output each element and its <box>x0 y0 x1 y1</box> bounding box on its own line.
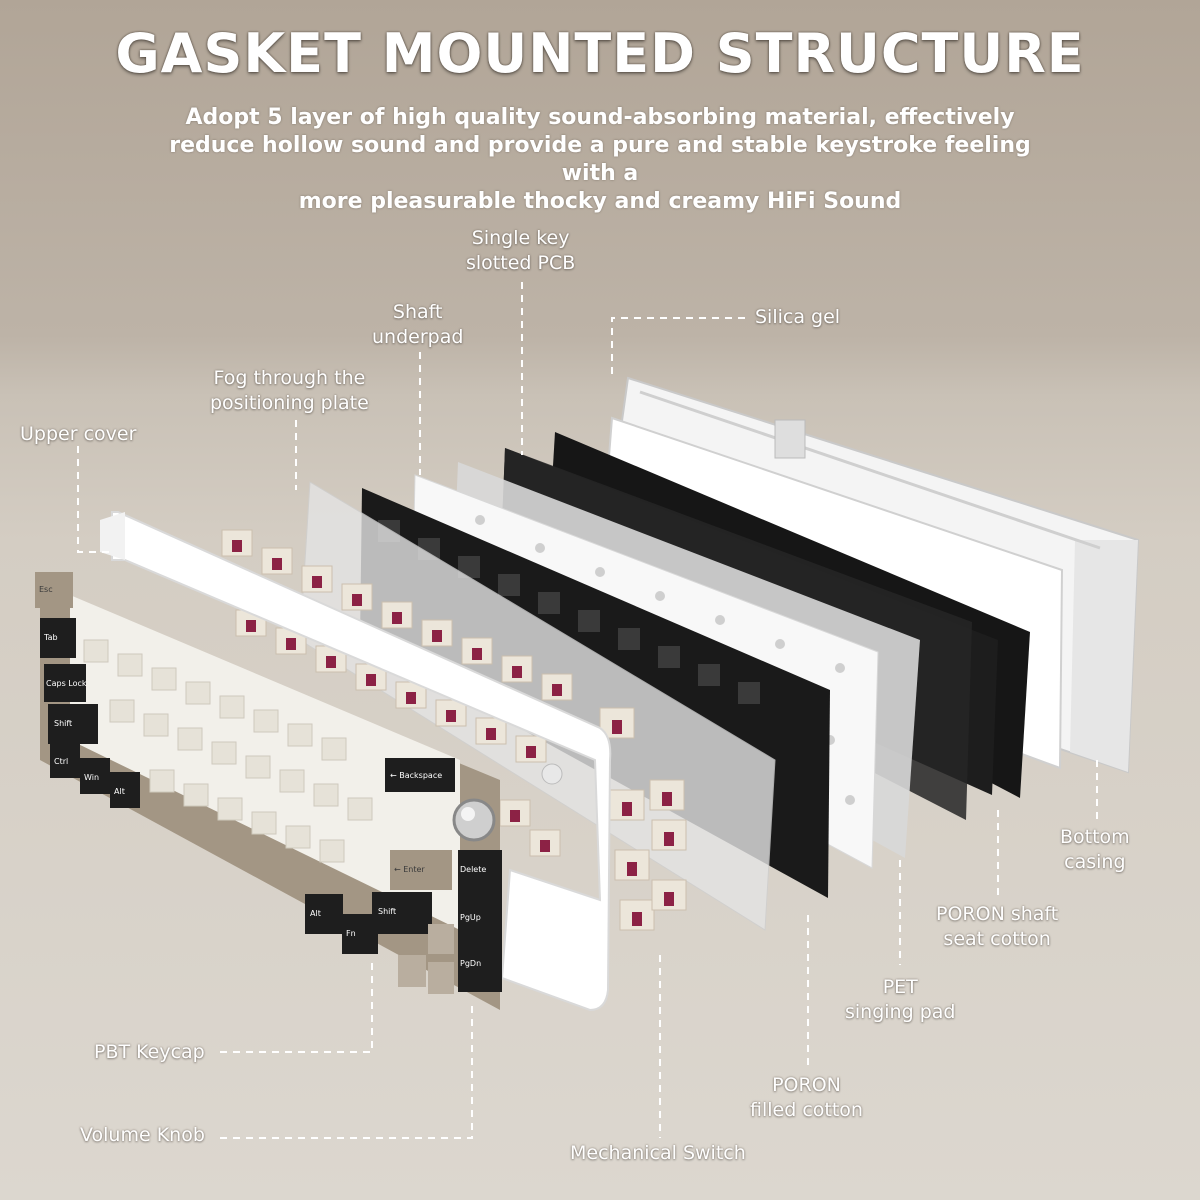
label-line: seat cotton <box>943 928 1051 950</box>
delete-key <box>458 850 502 898</box>
label-silica-gel: Silica gel <box>755 305 840 330</box>
upper-cover-layer <box>100 511 612 1012</box>
shift-right-key <box>372 892 432 934</box>
pgup-legend: PgUp <box>460 913 481 922</box>
backspace-legend: ← Backspace <box>390 771 442 780</box>
volume-knob <box>452 798 496 842</box>
shift-left-key <box>48 704 98 744</box>
label-line: Single key <box>471 227 570 249</box>
pgdn-key <box>458 944 502 992</box>
subtitle-line: reduce hollow sound and provide a pure a… <box>169 133 1031 186</box>
shift-right-legend: Shift <box>378 907 396 916</box>
ctrl-key-legend: Ctrl <box>54 757 68 766</box>
label-line: PORON shaft <box>936 903 1059 925</box>
page-title: GASKET MOUNTED STRUCTURE <box>115 22 1085 85</box>
subtitle-line: more pleasurable thocky and creamy HiFi … <box>298 189 902 214</box>
label-upper-cover: Upper cover <box>20 422 136 447</box>
label-poron-filled: PORON filled cotton <box>750 1073 863 1123</box>
label-line: casing <box>1064 851 1126 873</box>
alt-left-key <box>110 772 140 808</box>
backspace-key <box>385 758 455 792</box>
label-line: Volume Knob <box>80 1124 205 1146</box>
esc-key <box>35 572 73 608</box>
enter-key <box>390 850 452 890</box>
leader-lines <box>77 282 1098 1139</box>
caps-key-legend: Caps Lock <box>46 679 87 688</box>
label-bottom-casing: Bottom casing <box>1060 825 1130 875</box>
label-pbt-keycap: PBT Keycap <box>94 1040 205 1065</box>
label-line: PBT Keycap <box>94 1041 205 1063</box>
label-line: singing pad <box>845 1001 956 1023</box>
pgdn-legend: PgDn <box>460 959 481 968</box>
shift-left-legend: Shift <box>54 719 72 728</box>
label-line: PET <box>882 976 918 998</box>
label-single-key-pcb: Single key slotted PCB <box>466 226 575 276</box>
label-line: positioning plate <box>210 392 369 414</box>
switch-layer <box>221 529 687 931</box>
label-pet-pad: PET singing pad <box>845 975 955 1025</box>
label-line: filled cotton <box>750 1099 863 1121</box>
keycap-layer: Tab Caps Lock Shift Ctrl Win Alt ← Backs… <box>35 572 502 1010</box>
alt-left-legend: Alt <box>114 787 125 796</box>
tab-key <box>40 618 76 658</box>
subtitle-line: Adopt 5 layer of high quality sound-abso… <box>185 105 1015 130</box>
alt-right-legend: Alt <box>310 909 321 918</box>
label-fog-plate: Fog through the positioning plate <box>210 366 369 416</box>
label-line: slotted PCB <box>466 252 576 274</box>
page-subtitle: Adopt 5 layer of high quality sound-abso… <box>140 104 1060 216</box>
alt-right-key <box>305 894 343 934</box>
ctrl-key <box>50 742 80 778</box>
win-key <box>80 758 110 794</box>
caps-key <box>44 664 86 702</box>
label-mechanical-switch: Mechanical Switch <box>570 1141 746 1166</box>
pgup-key <box>458 898 502 946</box>
fn-key-legend: Fn <box>346 929 356 938</box>
win-key-legend: Win <box>84 773 99 782</box>
label-volume-knob: Volume Knob <box>80 1123 205 1148</box>
tab-key-legend: Tab <box>43 633 58 642</box>
fn-key <box>342 914 378 954</box>
label-line: underpad <box>372 326 464 348</box>
esc-key-legend: Esc <box>39 585 53 594</box>
label-line: Mechanical Switch <box>570 1142 746 1164</box>
label-line: Bottom <box>1060 826 1130 848</box>
delete-legend: Delete <box>460 865 486 874</box>
label-line: PORON <box>772 1074 841 1096</box>
label-line: Silica gel <box>755 306 841 328</box>
label-line: Fog through the <box>213 367 366 389</box>
label-poron-shaft-seat: PORON shaft seat cotton <box>936 902 1058 952</box>
enter-key-legend: ← Enter <box>394 865 425 874</box>
label-line: Upper cover <box>20 423 137 445</box>
label-line: Shaft <box>392 301 443 323</box>
label-shaft-underpad: Shaft underpad <box>372 300 463 350</box>
